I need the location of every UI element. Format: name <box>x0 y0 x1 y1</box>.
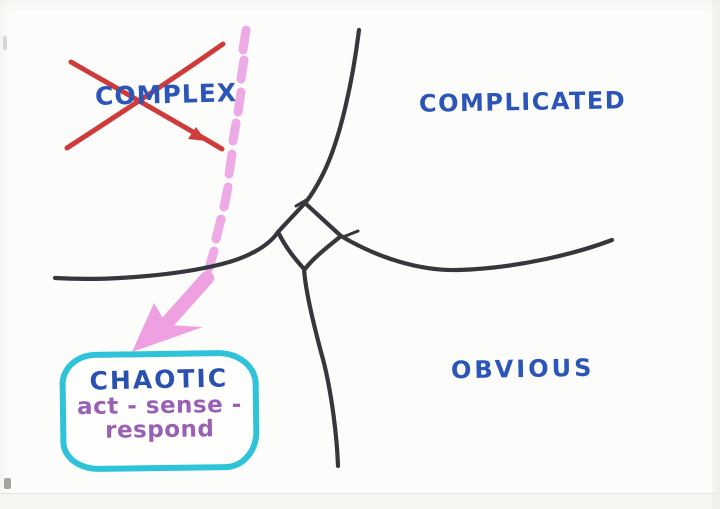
scan-artifact <box>4 478 11 489</box>
arrowhead-icon <box>132 303 203 352</box>
boundary-right <box>338 233 615 273</box>
boundary-bottom <box>301 265 341 469</box>
chaotic-subtitle-line2: respond <box>104 416 215 444</box>
boundary-center-bottom-left <box>275 229 307 272</box>
arrow-dash <box>211 214 226 244</box>
pen-tick <box>341 229 360 239</box>
chaotic-label: CHAOTIC <box>89 363 229 396</box>
red-cross-icon <box>64 41 226 152</box>
arrow-dash <box>233 87 246 117</box>
arrow-dash <box>236 55 249 84</box>
paper-edge <box>0 493 720 509</box>
paper-edge <box>712 0 720 509</box>
cross-stroke <box>64 41 226 151</box>
cross-stroke <box>68 59 225 152</box>
boundary-top <box>302 27 362 206</box>
arrow-shaft <box>159 271 214 331</box>
arrow-dash <box>224 149 237 179</box>
cross-arrowhead-icon <box>188 127 206 141</box>
boundary-center-left <box>275 200 308 235</box>
pen-tick <box>294 197 310 208</box>
boundary-lines <box>52 27 615 469</box>
obvious-label: OBVIOUS <box>450 353 595 385</box>
chaotic-box: CHAOTIC act - sense - respond <box>59 349 260 473</box>
scan-artifact <box>3 36 7 50</box>
boundary-center-bottom-right <box>302 233 344 272</box>
boundary-left <box>52 229 281 281</box>
dashed-arrow <box>132 25 251 352</box>
arrow-dash <box>238 25 251 55</box>
complex-label: COMPLEX <box>94 78 238 111</box>
boundary-center-right <box>302 200 344 239</box>
complicated-label: COMPLICATED <box>418 86 627 118</box>
arrow-dash <box>219 182 233 212</box>
arrow-dash <box>228 118 241 146</box>
